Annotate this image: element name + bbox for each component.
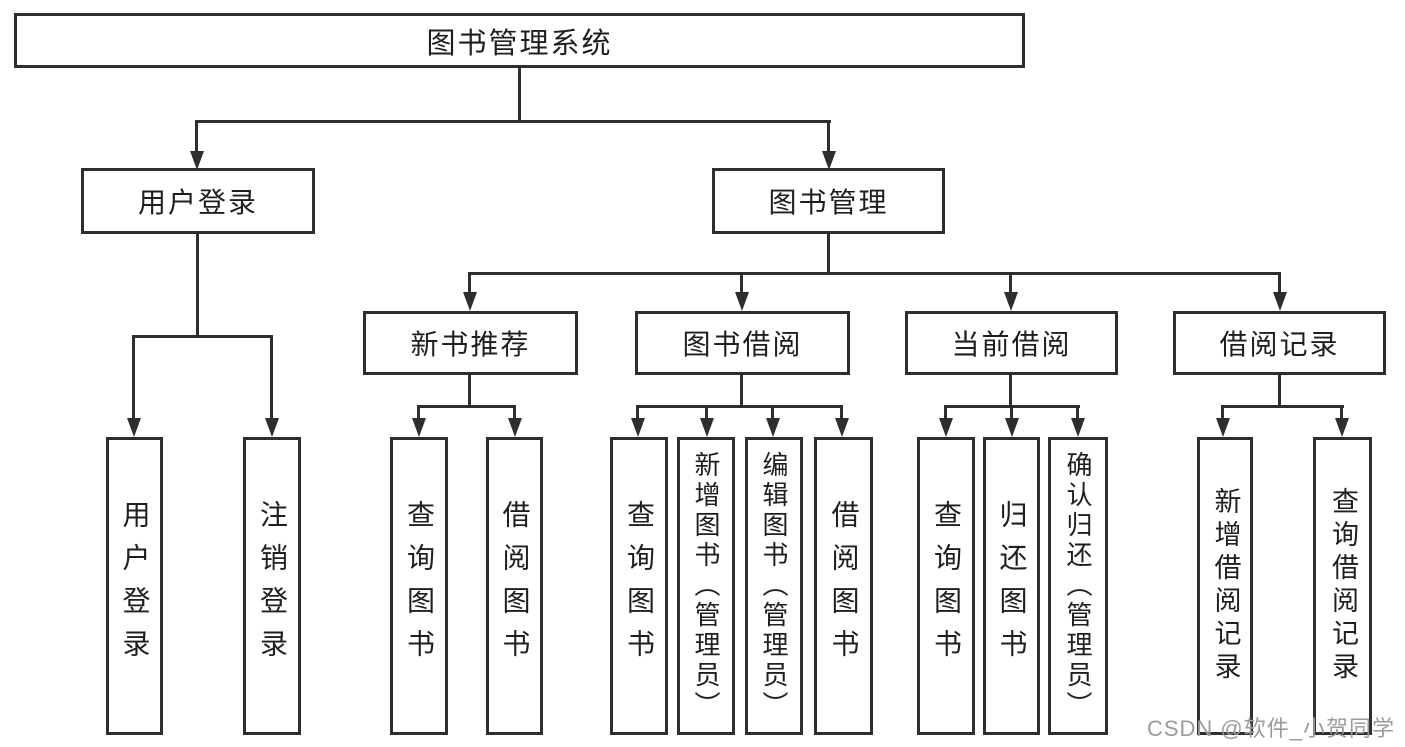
node-label: 查询借阅记录 bbox=[1328, 487, 1358, 685]
leaf-query-books-borrow: 查询图书 bbox=[610, 437, 668, 735]
leaf-add-book-admin: 新增图书（管理员） bbox=[677, 437, 735, 735]
node-label: 借阅图书 bbox=[499, 500, 531, 672]
arrow-down-icon bbox=[766, 418, 780, 437]
connector-line bbox=[270, 335, 273, 421]
node-current-borrow: 当前借阅 bbox=[905, 311, 1118, 375]
connector-line bbox=[1340, 405, 1343, 421]
connector-line bbox=[132, 335, 273, 338]
arrow-down-icon bbox=[508, 418, 522, 437]
leaf-borrow-books-recommend: 借阅图书 bbox=[486, 437, 543, 735]
connector-line bbox=[132, 335, 135, 421]
connector-line bbox=[417, 405, 516, 408]
leaf-confirm-return-admin: 确认归还（管理员） bbox=[1048, 437, 1108, 735]
arrow-down-icon bbox=[939, 418, 953, 437]
connector-line bbox=[1221, 405, 1224, 421]
node-label: 查询图书 bbox=[931, 500, 962, 672]
node-label: 查询图书 bbox=[404, 500, 435, 672]
node-book-management: 图书管理 bbox=[712, 168, 945, 234]
connector-line bbox=[636, 405, 639, 421]
arrow-down-icon bbox=[1004, 292, 1018, 311]
arrow-down-icon bbox=[412, 418, 426, 437]
node-label: 查询图书 bbox=[624, 500, 655, 672]
node-user-login: 用户登录 bbox=[81, 168, 315, 234]
arrow-down-icon bbox=[127, 418, 141, 437]
leaf-query-books-current: 查询图书 bbox=[917, 437, 975, 735]
connector-line bbox=[195, 120, 198, 153]
connector-line bbox=[1009, 272, 1012, 295]
leaf-return-book: 归还图书 bbox=[983, 437, 1040, 735]
node-label: 注销登录 bbox=[257, 500, 288, 672]
leaf-user-login: 用户登录 bbox=[106, 437, 163, 735]
connector-line bbox=[827, 120, 830, 153]
leaf-borrow-books: 借阅图书 bbox=[814, 437, 873, 735]
node-label: 图书管理 bbox=[768, 187, 889, 218]
node-label: 借阅记录 bbox=[1219, 329, 1340, 360]
arrow-down-icon bbox=[700, 418, 714, 437]
arrow-down-icon bbox=[735, 292, 749, 311]
connector-line bbox=[513, 405, 516, 421]
node-label: 新增图书（管理员） bbox=[691, 451, 721, 721]
arrow-down-icon bbox=[463, 292, 477, 311]
leaf-logout: 注销登录 bbox=[243, 437, 301, 735]
arrow-down-icon bbox=[1071, 418, 1085, 437]
csdn-watermark: CSDN @软件_小贺同学 bbox=[1146, 716, 1395, 741]
connector-line bbox=[196, 234, 199, 338]
arrow-down-icon bbox=[190, 151, 204, 170]
node-label: 新增借阅记录 bbox=[1210, 487, 1241, 685]
arrow-down-icon bbox=[1216, 418, 1230, 437]
connector-line bbox=[1221, 405, 1344, 408]
node-borrow-records: 借阅记录 bbox=[1173, 311, 1386, 375]
connector-line bbox=[468, 375, 471, 408]
connector-line bbox=[636, 405, 843, 408]
node-label: 借阅图书 bbox=[828, 500, 860, 672]
node-label: 新书推荐 bbox=[410, 329, 531, 360]
arrow-down-icon bbox=[1005, 418, 1019, 437]
leaf-edit-book-admin: 编辑图书（管理员） bbox=[745, 437, 803, 735]
connector-line bbox=[1009, 375, 1012, 408]
connector-line bbox=[1076, 405, 1079, 421]
connector-line bbox=[740, 272, 743, 295]
arrow-down-icon bbox=[631, 418, 645, 437]
connector-line bbox=[518, 68, 521, 123]
node-label: 编辑图书（管理员） bbox=[759, 451, 789, 721]
node-new-book-recommend: 新书推荐 bbox=[363, 311, 578, 375]
connector-line bbox=[1278, 272, 1281, 295]
connector-line bbox=[827, 234, 830, 275]
connector-line bbox=[705, 405, 708, 421]
leaf-query-books-recommend: 查询图书 bbox=[390, 437, 448, 735]
arrow-down-icon bbox=[1335, 418, 1349, 437]
connector-line bbox=[840, 405, 843, 421]
connector-line bbox=[740, 375, 743, 408]
connector-line bbox=[468, 272, 1281, 275]
arrow-down-icon bbox=[835, 418, 849, 437]
leaf-add-borrow-record: 新增借阅记录 bbox=[1197, 437, 1253, 735]
node-label: 图书借阅 bbox=[682, 329, 803, 360]
arrow-down-icon bbox=[1273, 292, 1287, 311]
connector-line bbox=[771, 405, 774, 421]
node-label: 用户登录 bbox=[119, 500, 151, 672]
connector-line bbox=[944, 405, 947, 421]
node-book-borrow: 图书借阅 bbox=[635, 311, 850, 375]
leaf-query-borrow-record: 查询借阅记录 bbox=[1313, 437, 1372, 735]
node-library-management-system: 图书管理系统 bbox=[14, 13, 1025, 68]
node-label: 图书管理系统 bbox=[426, 27, 613, 60]
arrow-down-icon bbox=[265, 418, 279, 437]
node-label: 归还图书 bbox=[996, 500, 1028, 672]
node-label: 当前借阅 bbox=[951, 329, 1072, 360]
node-label: 用户登录 bbox=[137, 187, 258, 218]
connector-line bbox=[1278, 375, 1281, 408]
node-label: 确认归还（管理员） bbox=[1063, 451, 1093, 721]
connector-line bbox=[195, 120, 831, 123]
connector-line bbox=[417, 405, 420, 421]
connector-line bbox=[1010, 405, 1013, 421]
connector-line bbox=[468, 272, 471, 295]
arrow-down-icon bbox=[822, 151, 836, 170]
